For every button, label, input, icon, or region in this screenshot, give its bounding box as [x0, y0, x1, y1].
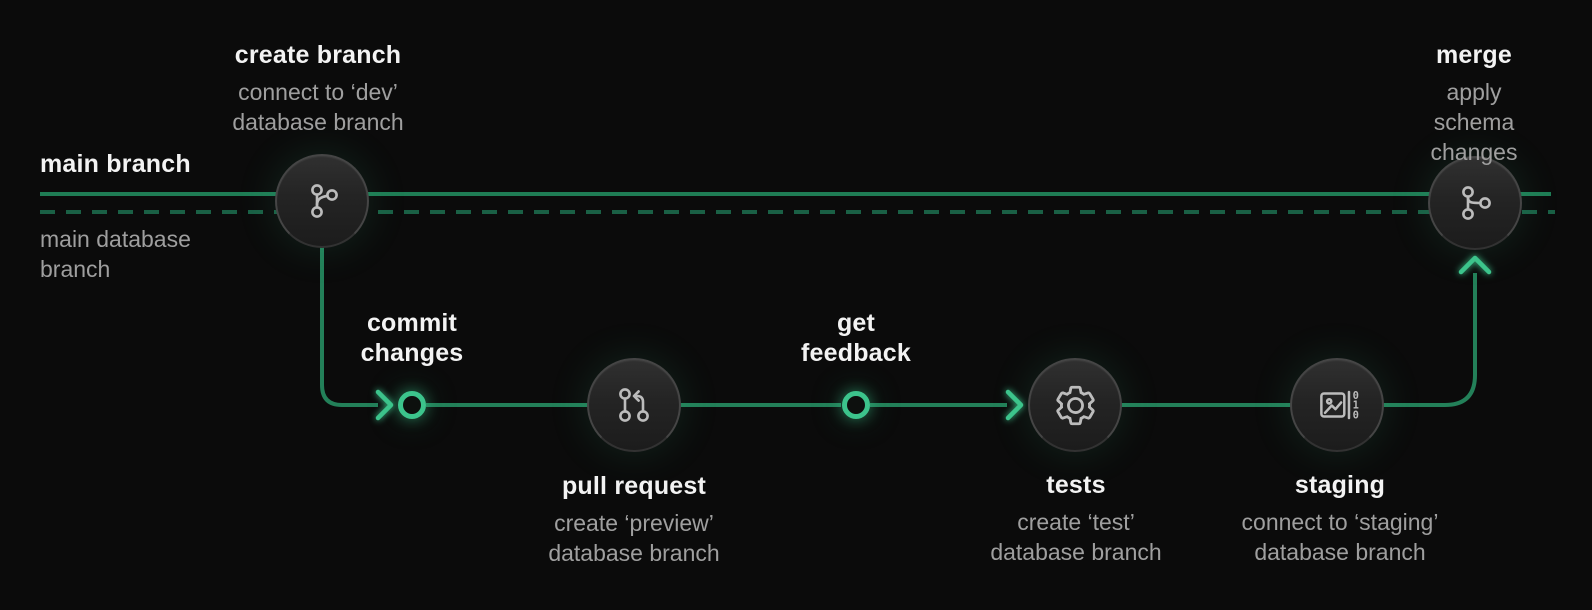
feature-line-create-to-commit [320, 210, 378, 407]
pull-request-node [587, 358, 681, 452]
digit-0: 0 [1353, 390, 1359, 402]
feedback-line1: get [836, 309, 876, 337]
create-branch-sub1: connect to ‘dev’ [238, 79, 398, 105]
digit-2: 0 [1353, 410, 1359, 422]
arrow-into-merge [1458, 255, 1492, 275]
tests-node [1028, 358, 1122, 452]
main-database-branch-label: main database branch [40, 224, 191, 284]
staging-title: staging [1294, 471, 1386, 499]
staging-label: staging connect to ‘staging’ database br… [1242, 470, 1439, 567]
pull-request-sub2: database branch [548, 540, 720, 566]
git-merge-icon [1462, 186, 1491, 220]
merge-label: merge apply schema changes [1415, 40, 1533, 167]
staging-sub2: database branch [1254, 539, 1426, 565]
pull-request-sub1: create ‘preview’ [554, 510, 714, 536]
feature-line-staging-to-merge [1340, 273, 1477, 407]
pull-request-label: pull request create ‘preview’ database b… [548, 471, 719, 568]
git-pull-request-icon [619, 388, 649, 422]
feedback-line2: feedback [801, 339, 911, 367]
tests-sub1: create ‘test’ [1017, 509, 1135, 535]
image-data-icon: 0 1 0 [1320, 390, 1359, 422]
merge-sub1: apply schema [1433, 79, 1515, 135]
create-branch-label: create branch connect to ‘dev’ database … [232, 40, 403, 137]
tests-label: tests create ‘test’ database branch [990, 470, 1161, 567]
create-branch-node [275, 154, 369, 248]
main-db-line1: main database [40, 226, 191, 252]
feedback-marker [842, 391, 870, 419]
tests-sub2: database branch [990, 539, 1162, 565]
staging-sub1: connect to ‘staging’ [1241, 509, 1439, 535]
pull-request-title: pull request [561, 472, 707, 500]
commit-marker [398, 391, 426, 419]
get-feedback-label: get feedback [801, 308, 911, 368]
create-branch-sub2: database branch [232, 109, 404, 135]
main-branch-label: main branch [40, 150, 191, 178]
arrow-into-tests [1005, 389, 1024, 421]
merge-sub2: changes [1430, 139, 1518, 165]
arrow-into-commit [375, 389, 394, 421]
commit-line2: changes [360, 339, 464, 367]
main-db-line2: branch [40, 256, 111, 282]
merge-title: merge [1435, 41, 1513, 69]
create-branch-title: create branch [234, 41, 402, 69]
staging-node: 0 1 0 [1290, 358, 1384, 452]
gear-icon [1055, 385, 1095, 425]
git-branch-icon [311, 184, 338, 218]
digit-1: 1 [1353, 400, 1359, 412]
merge-node [1428, 156, 1522, 250]
commit-changes-label: commit changes [361, 308, 464, 368]
tests-title: tests [1046, 471, 1106, 499]
commit-line1: commit [366, 309, 458, 337]
